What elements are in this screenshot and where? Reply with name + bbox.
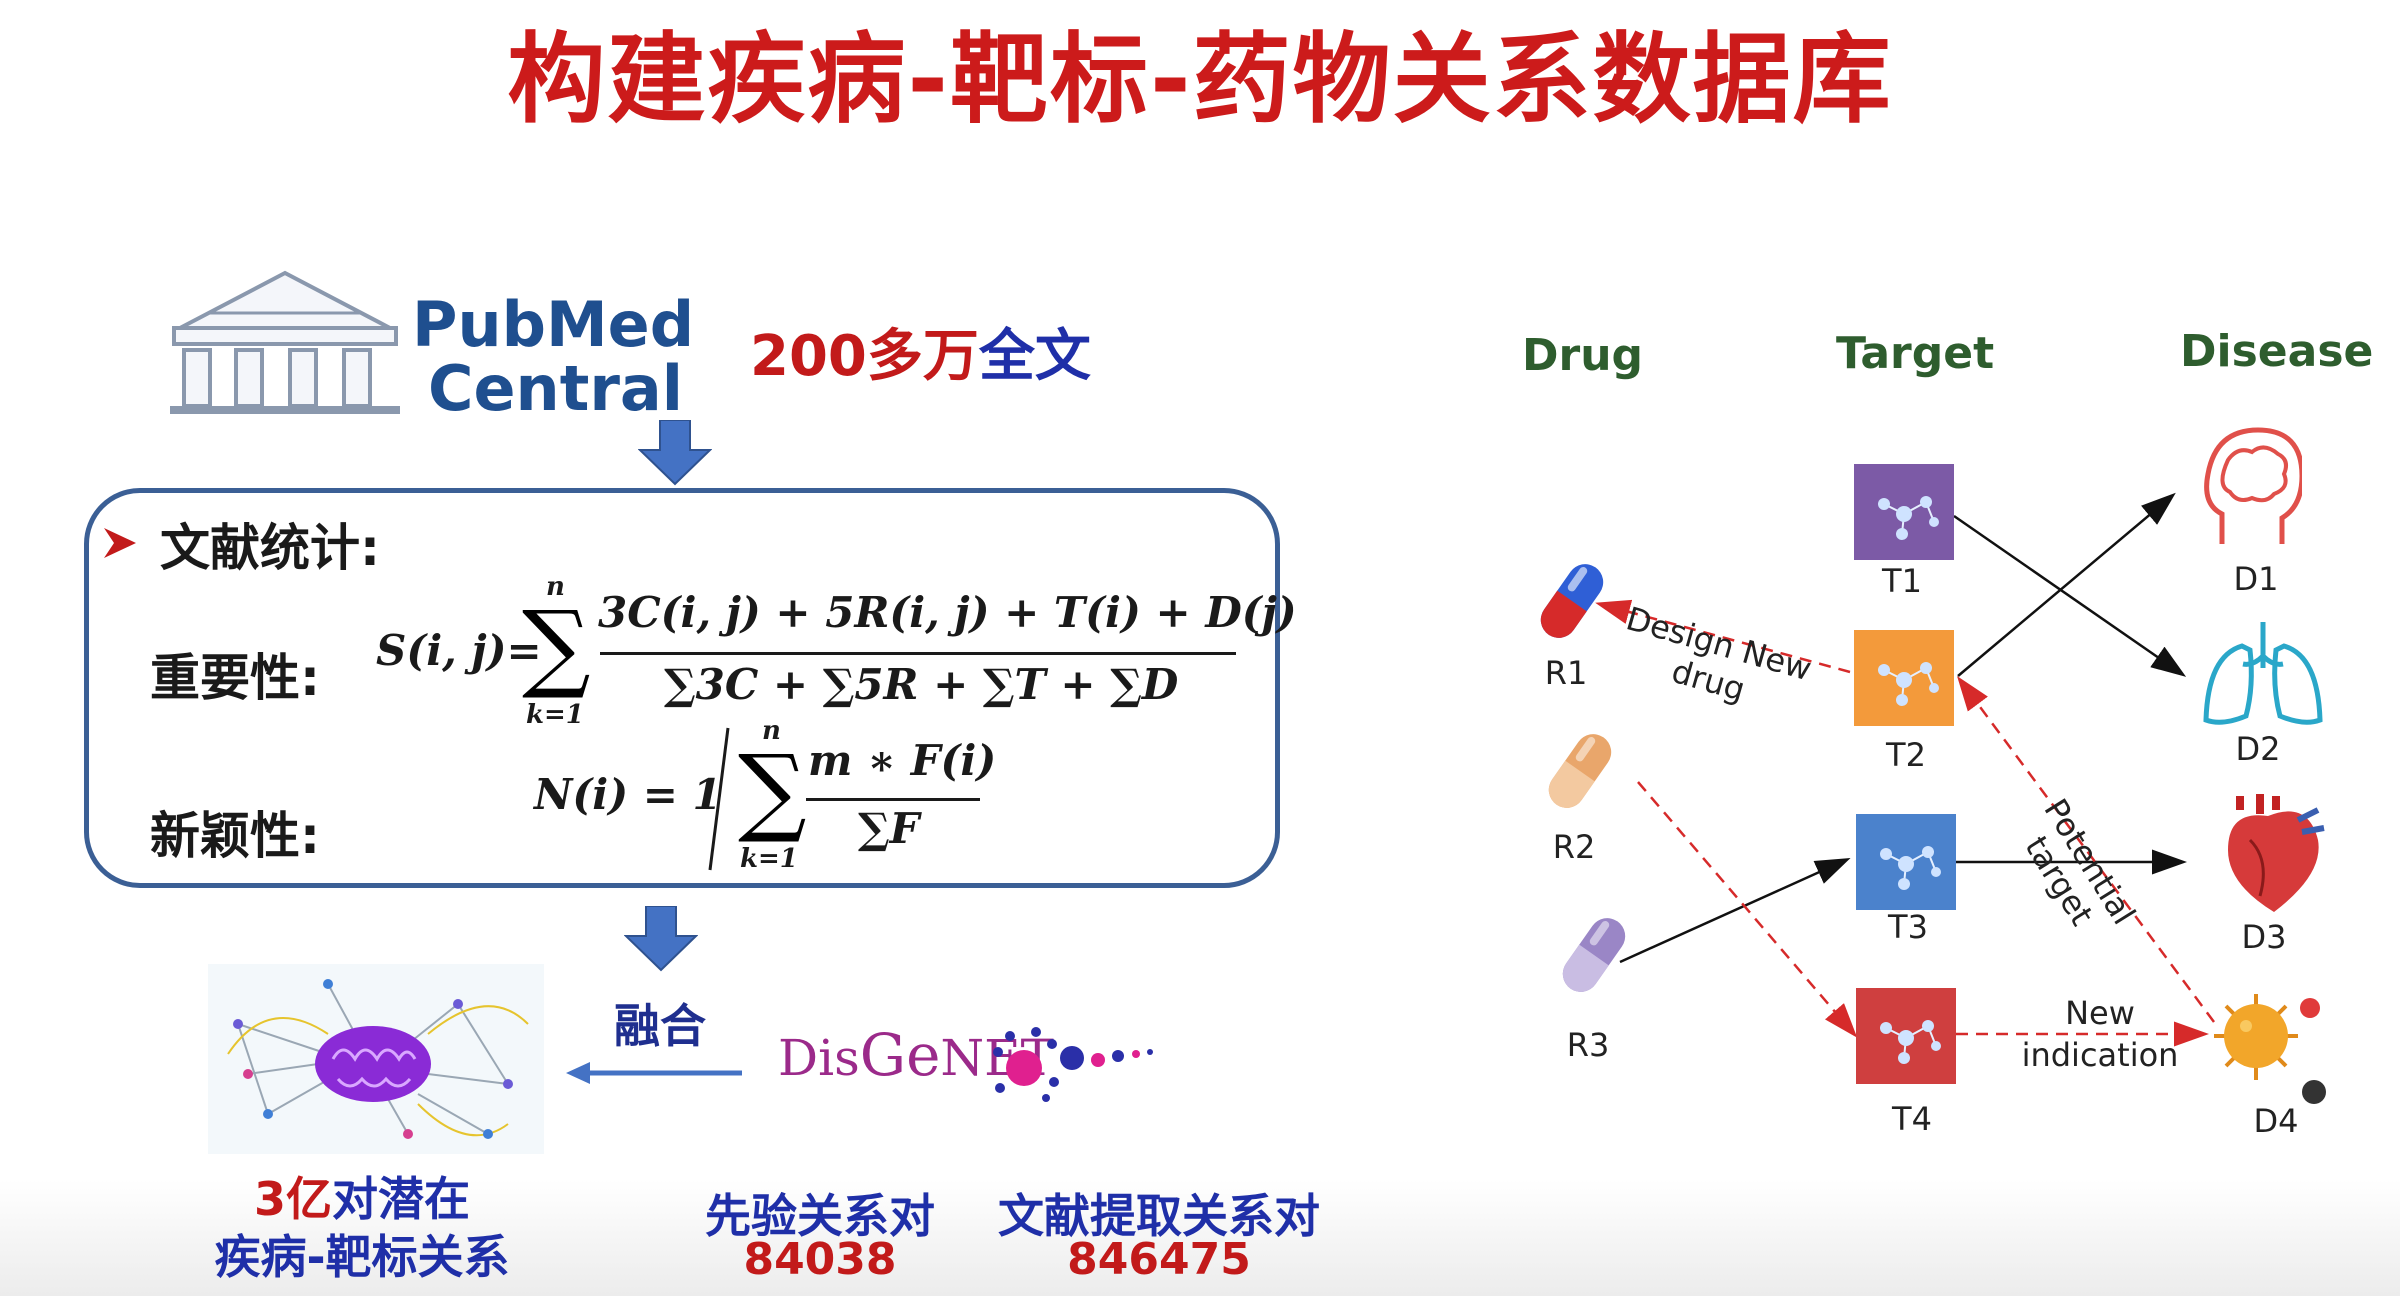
extracted-relations-value: 846475	[1067, 1234, 1251, 1285]
fraction-bar	[806, 798, 980, 801]
disease-d4-label: D4	[2253, 1102, 2299, 1140]
prior-relations-value: 84038	[743, 1234, 897, 1285]
bottom-gradient	[0, 1180, 2400, 1296]
slide-title: 构建疾病-靶标-药物关系数据库	[507, 23, 1893, 137]
target-t4-molecule-icon	[1856, 988, 1956, 1084]
extracted-relations-label: 文献提取关系对	[998, 1189, 1320, 1243]
drug-r1-label: R1	[1544, 654, 1588, 692]
importance-lhs: S(i, j)=	[376, 626, 542, 675]
new-indication-line1: New	[2065, 994, 2135, 1032]
fulltext-count-unit: 全文	[978, 324, 1091, 389]
target-t1-label: T1	[1882, 562, 1922, 600]
sum-upper-limit: n	[546, 572, 565, 602]
drug-r2-label: R2	[1552, 828, 1596, 866]
potential-relations-label: 3亿对潜在 疾病-靶标关系	[206, 1170, 518, 1286]
prior-relations-label: 先验关系对	[705, 1189, 935, 1243]
sum-lower-limit: k=1	[740, 844, 798, 874]
disgenet-dots-icon	[993, 1027, 1153, 1102]
potential-relations-line2: 疾病-靶标关系	[214, 1230, 510, 1284]
pmc-building-icon	[170, 270, 400, 414]
drug-column-header: Drug	[1522, 330, 1644, 381]
new-indication-line2: indication	[2021, 1036, 2179, 1074]
target-t4-label: T4	[1892, 1100, 1932, 1138]
new-indication-annotation: New indication	[2000, 992, 2200, 1076]
orange-capsule-icon	[1548, 734, 1612, 808]
novelty-denominator: ∑F	[858, 804, 920, 853]
summation-symbol: ∑	[522, 590, 591, 702]
sum-lower-limit: k=1	[526, 700, 584, 730]
target-column-header: Target	[1836, 328, 1995, 379]
edge-d4-t2-dashed	[1957, 675, 2216, 1023]
heart-icon	[2228, 794, 2325, 912]
importance-numerator: 3C(i, j) + 5R(i, j) + T(i) + D(j)	[598, 588, 1297, 637]
fraction-bar	[600, 652, 1236, 655]
sum-upper-limit: n	[762, 716, 781, 746]
literature-statistics-box	[84, 488, 1280, 888]
target-t2-label: T2	[1886, 736, 1926, 774]
target-t3-label: T3	[1888, 908, 1928, 946]
novelty-numerator: m ∗ F(i)	[808, 736, 997, 785]
disease-d2-label: D2	[2235, 730, 2281, 768]
pmc-logo-line1: PubMed	[412, 288, 695, 361]
edge-r2-t4-dashed	[1637, 781, 1858, 1038]
brain-head-icon	[2204, 427, 2302, 544]
edge-t1-d2	[1953, 514, 2187, 677]
target-t2-molecule-icon	[1854, 630, 1954, 726]
edge-t2-d1	[1957, 492, 2176, 677]
novelty-lhs: N(i) = 1	[534, 770, 722, 819]
left-arrow-icon	[566, 1062, 742, 1084]
edge-r3-t3	[1619, 857, 1851, 964]
disgenet-logo-ge: Ge	[859, 1021, 941, 1089]
fulltext-count-number: 200多万	[750, 324, 979, 389]
division-slash	[708, 727, 730, 871]
importance-label: 重要性:	[150, 649, 320, 707]
bullet-arrow-icon	[104, 528, 136, 558]
down-arrow-icon	[624, 906, 698, 972]
edge-t2-r1-dashed	[1595, 599, 1851, 674]
brain-network-illustration	[208, 964, 544, 1154]
novelty-label: 新颖性:	[150, 807, 320, 865]
drug-r3-label: R3	[1566, 1026, 1610, 1064]
potential-relations-text: 对潜在	[332, 1172, 470, 1226]
disgenet-logo-dis: Dis	[778, 1029, 860, 1087]
disease-d1-label: D1	[2233, 560, 2279, 598]
fusion-label: 融合	[614, 999, 706, 1053]
disease-d3-label: D3	[2241, 918, 2287, 956]
purple-capsule-icon	[1562, 918, 1626, 992]
literature-statistics-heading: 文献统计:	[160, 519, 380, 577]
down-arrow-icon	[638, 420, 712, 486]
target-t3-molecule-icon	[1856, 814, 1956, 910]
disease-column-header: Disease	[2180, 326, 2374, 377]
pmc-logo-line2: Central	[428, 352, 683, 425]
target-t1-molecule-icon	[1854, 464, 1954, 560]
red-blue-capsule-icon	[1540, 564, 1604, 638]
virus-icon	[2214, 994, 2326, 1104]
potential-relations-count: 3亿	[253, 1172, 332, 1226]
importance-denominator: ∑3C + ∑5R + ∑T + ∑D	[664, 660, 1179, 709]
summation-symbol: ∑	[738, 734, 807, 846]
fulltext-count: 200多万全文	[750, 322, 1091, 392]
lungs-icon	[2203, 622, 2323, 725]
